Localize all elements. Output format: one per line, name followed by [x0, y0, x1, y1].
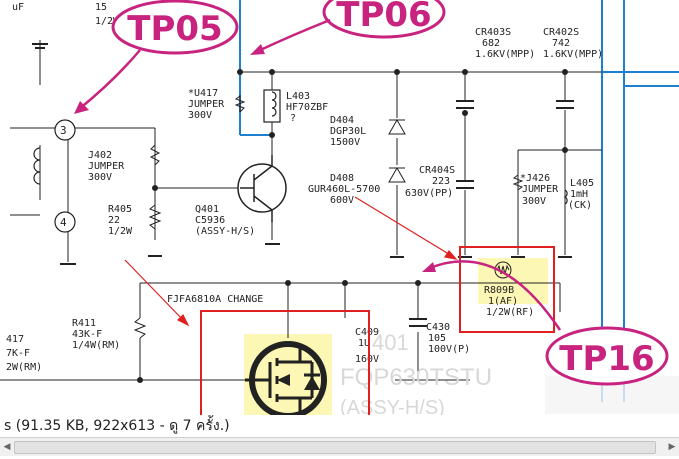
- j426-line3: 300V: [522, 196, 546, 207]
- r411-line3: 1/4W(RM): [72, 340, 120, 351]
- tp06-text: TP06: [336, 0, 431, 35]
- j402-line3: 300V: [88, 172, 112, 183]
- c-hidden-line1: C409: [355, 327, 379, 338]
- r411-line1: R411: [72, 318, 96, 329]
- c-hidden-line2: 1U: [358, 338, 370, 349]
- cr403s-line1: CR403S: [475, 27, 511, 38]
- d404-line2: DGP30L: [330, 126, 366, 137]
- cr402s-line2: 742: [552, 38, 570, 49]
- cr403s-line3: 1.6KV(MPP): [475, 49, 535, 60]
- junction-dots: [137, 69, 568, 383]
- c430-line2: 105: [428, 333, 446, 344]
- r809b-line2: 1(AF): [488, 296, 518, 307]
- r405-line1: R405: [108, 204, 132, 215]
- fjfa-change-label: FJFA6810A CHANGE: [167, 294, 263, 305]
- j402-line1: J402: [88, 150, 112, 161]
- r809b-red-box: [459, 246, 555, 333]
- arrow-left-icon[interactable]: ◀: [3, 442, 11, 452]
- u417-line2: JUMPER: [188, 99, 225, 110]
- left-edge-line1: 417: [6, 334, 24, 345]
- d408-line3: 600V: [330, 195, 354, 206]
- left-edge-line2: 7K-F: [6, 348, 30, 359]
- label-half-w: 1/2W: [95, 16, 120, 27]
- pin-3-label: 3: [60, 124, 67, 137]
- q401-line2: C5936: [195, 215, 225, 226]
- overlay-fqp: FQP630TSTU: [340, 364, 492, 391]
- l403-line1: L403: [286, 91, 310, 102]
- label-15: 15: [95, 2, 107, 13]
- u417-line1: *U417: [188, 88, 218, 99]
- j402-line2: JUMPER: [88, 161, 125, 172]
- q401-line1: Q401: [195, 204, 219, 215]
- u417-line3: 300V: [188, 110, 212, 121]
- r809b-line3: 1/2W(RF): [486, 307, 534, 318]
- c-hidden-line3: 160V: [355, 354, 379, 365]
- tp16-text: TP16: [559, 339, 654, 379]
- q401-line3: (ASSY-H/S): [195, 226, 255, 237]
- c430-line1: C430: [426, 322, 450, 333]
- cr402s-line1: CR402S: [543, 27, 579, 38]
- diodes: [388, 118, 406, 183]
- left-edge-line3: 2W(RM): [6, 362, 42, 373]
- component-labels: uF 15 1/2W CR403S 682 1.6KV(MPP) CR402S …: [6, 2, 603, 373]
- mosfet-symbol: [245, 341, 327, 419]
- scrollbar-thumb[interactable]: [14, 441, 656, 454]
- d404-line1: D404: [330, 115, 354, 126]
- cr404s-line2: 223: [432, 176, 450, 187]
- ground-symbols: [32, 43, 572, 265]
- callout-tp06: TP06: [250, 0, 446, 55]
- pin-4-label: 4: [60, 216, 67, 229]
- r405-line2: 22: [108, 215, 120, 226]
- l403-line2: HF70ZBF: [286, 102, 328, 113]
- callout-tp05: TP05: [74, 0, 239, 114]
- j426-line1: *J426: [520, 173, 550, 184]
- capacitors: [409, 100, 574, 327]
- cr402s-line3: 1.6KV(MPP): [543, 49, 603, 60]
- transistor-q401: [237, 155, 287, 222]
- cr403s-line2: 682: [482, 38, 500, 49]
- cr404s-line1: CR404S: [419, 165, 455, 176]
- transformer-pins: [54, 119, 76, 233]
- resistors: [133, 95, 524, 339]
- image-caption-text: s (91.35 KB, 922x613 - ดู 7 ครั้ง.): [4, 418, 230, 434]
- d404-line3: 1500V: [330, 137, 360, 148]
- r411-line2: 43K-F: [72, 329, 102, 340]
- l405-line1: L405: [570, 178, 594, 189]
- red-arrows: [124, 196, 458, 327]
- overlay-assy: (ASSY-H/S): [340, 397, 445, 419]
- d408-line2: GUR460L-5700: [308, 184, 380, 195]
- l403-line3: ?: [290, 113, 296, 124]
- arrow-right-icon[interactable]: ▶: [668, 442, 676, 452]
- l405-line3: (CK): [568, 200, 592, 211]
- r809b-line1: R809B: [484, 285, 514, 296]
- label-uf: uF: [12, 2, 24, 13]
- horizontal-scrollbar[interactable]: ◀ ▶: [0, 437, 679, 456]
- r809b-symbol: [494, 261, 512, 279]
- j426-line2: JUMPER: [522, 184, 559, 195]
- image-caption-bar: s (91.35 KB, 922x613 - ดู 7 ครั้ง.): [0, 415, 679, 437]
- d408-line1: D408: [330, 173, 354, 184]
- c430-line3: 100V(P): [428, 344, 470, 355]
- r405-line3: 1/2W: [108, 226, 133, 237]
- callout-tp16: TP16: [422, 260, 669, 386]
- tp05-text: TP05: [127, 9, 222, 49]
- inductors: [33, 89, 568, 205]
- cr404s-line3: 630V(PP): [405, 188, 453, 199]
- overlay-401: 401: [372, 330, 409, 355]
- l405-line2: 1mH: [570, 189, 588, 200]
